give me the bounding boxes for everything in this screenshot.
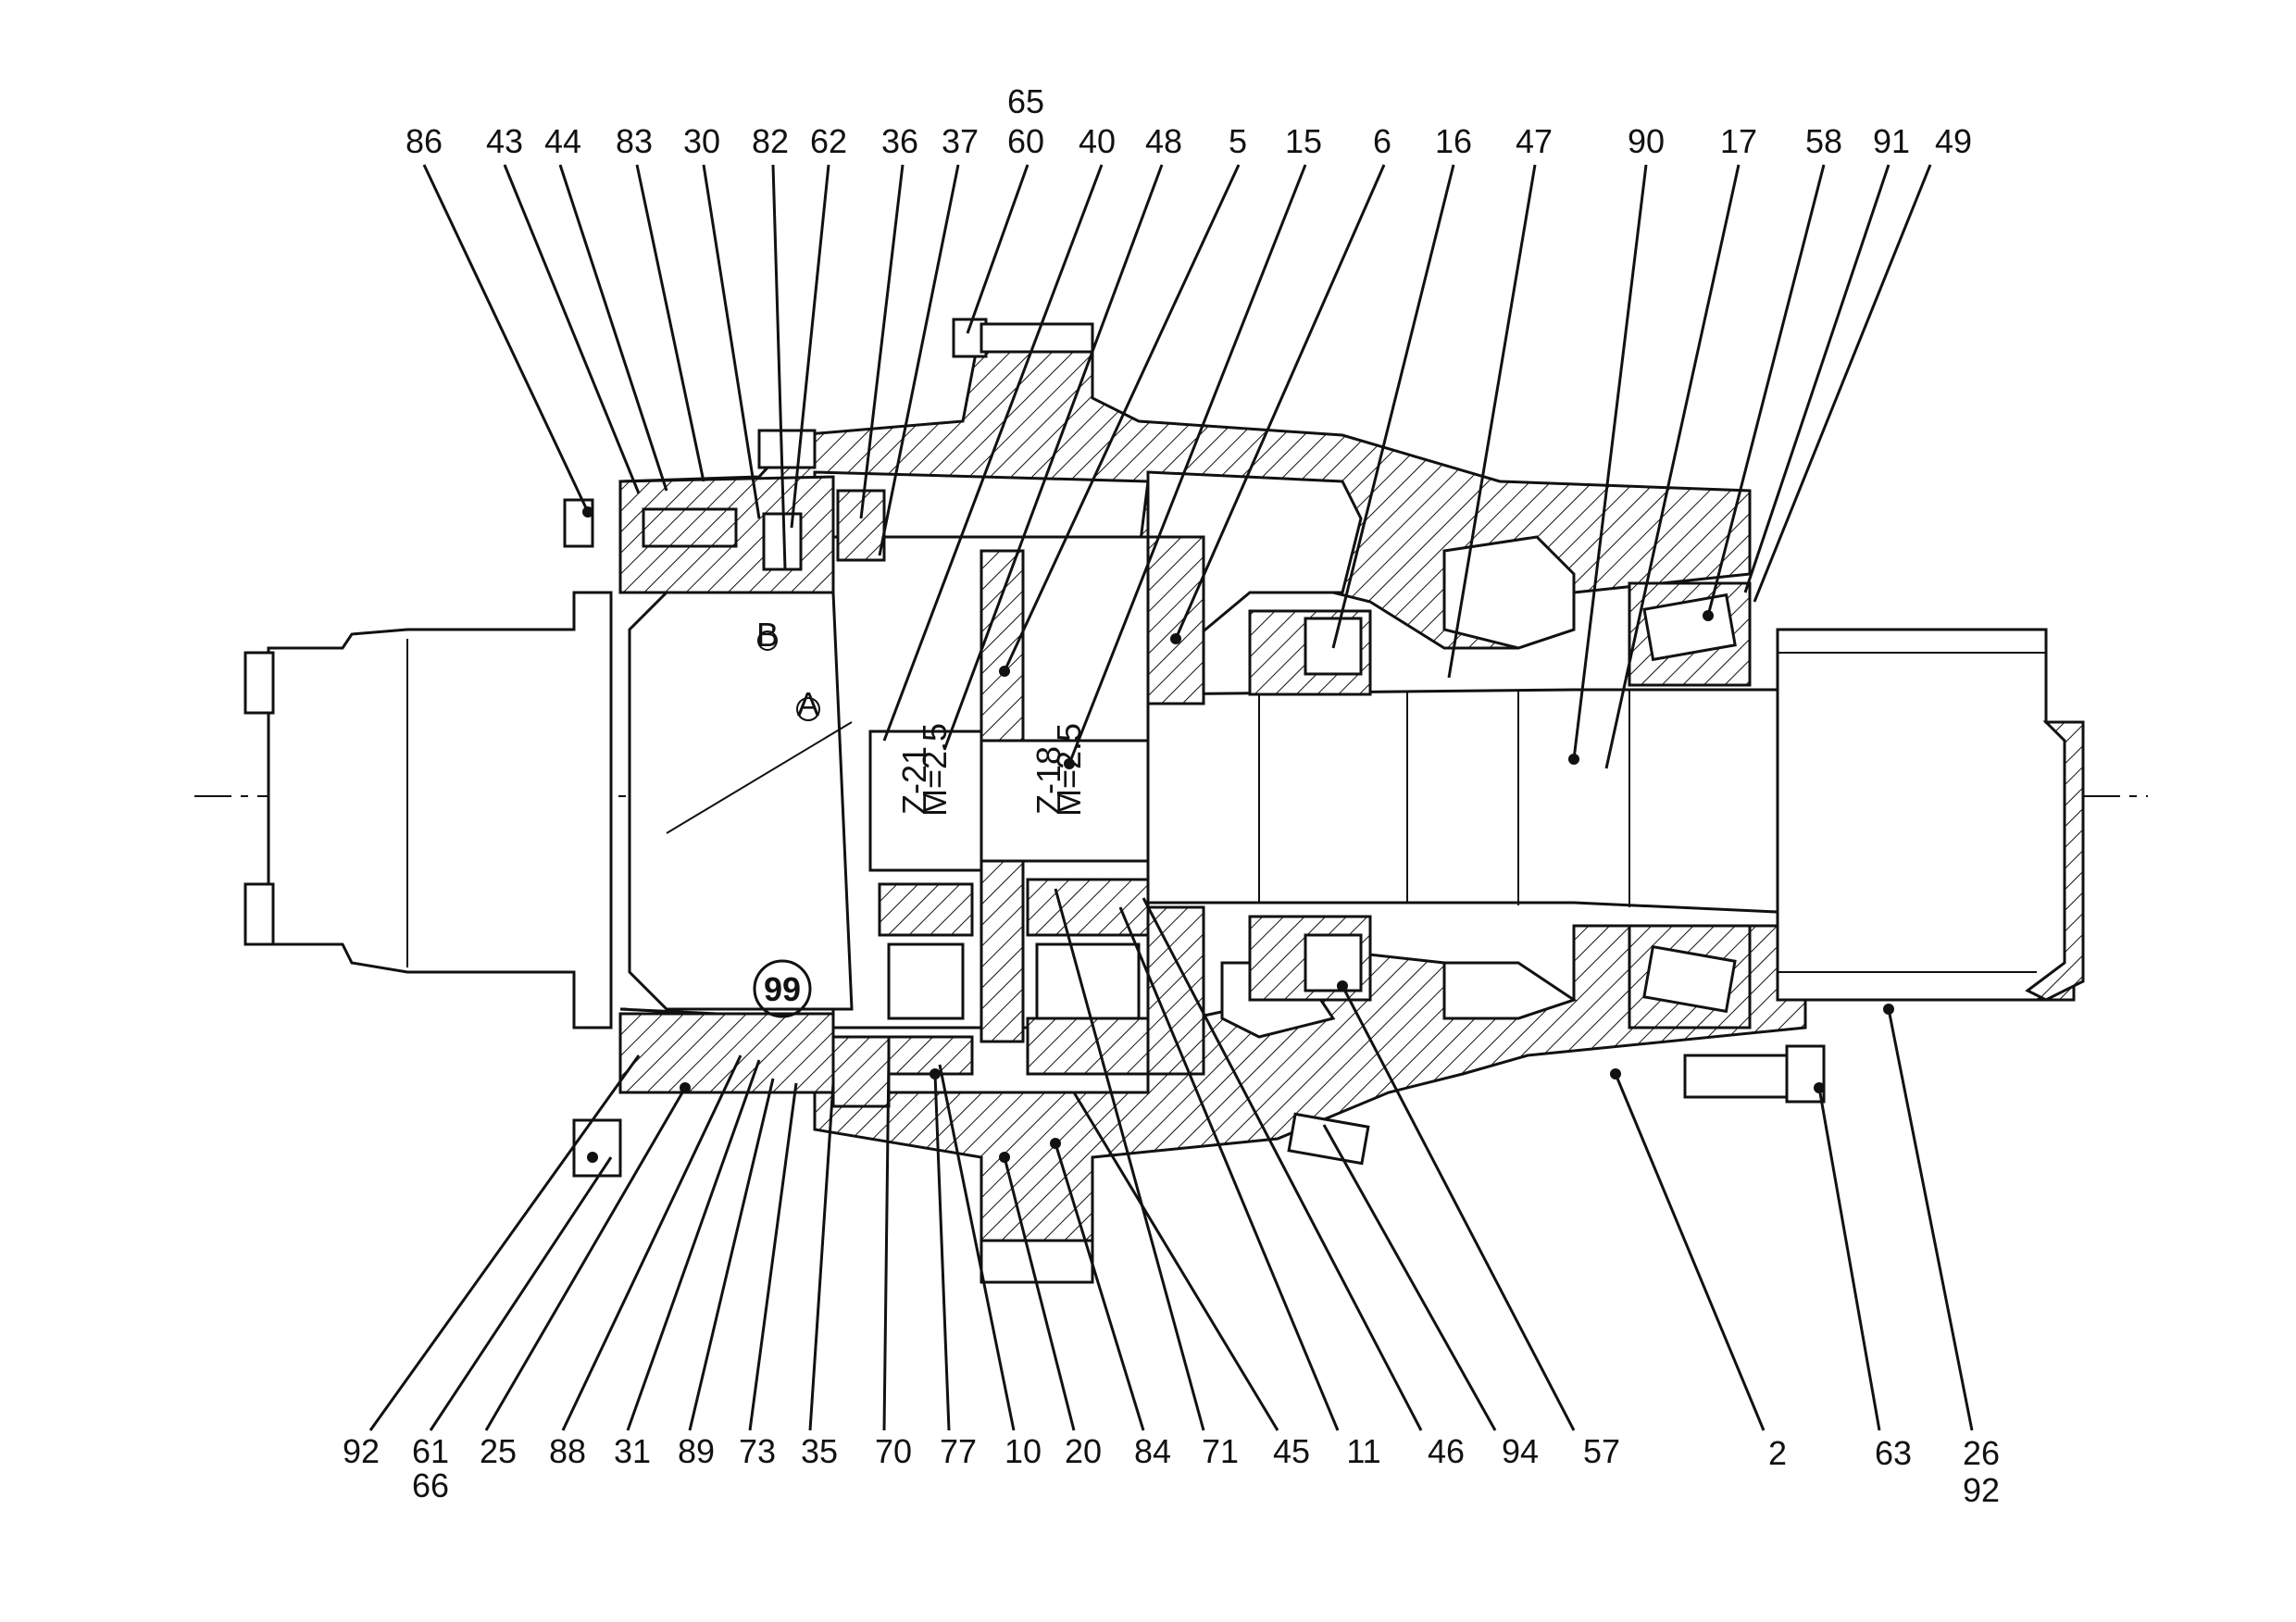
label-92-right: 92: [1963, 1471, 2000, 1509]
label-6: 6: [1373, 122, 1391, 160]
gear-mark-m25b: M=2.5: [1050, 723, 1088, 817]
label-45: 45: [1273, 1432, 1310, 1470]
bottom-part-labels: 92 61 66 25 88 31 89 73 35 70 77 10 20 8…: [343, 1432, 2000, 1509]
circle-a-text: A: [797, 685, 819, 723]
label-15: 15: [1285, 122, 1322, 160]
label-90: 90: [1628, 122, 1665, 160]
label-66: 66: [412, 1466, 449, 1504]
label-48: 48: [1145, 122, 1182, 160]
label-35: 35: [801, 1432, 838, 1470]
label-36: 36: [881, 122, 918, 160]
label-46: 46: [1428, 1432, 1465, 1470]
label-88: 88: [549, 1432, 586, 1470]
gear-mark-z21: Z-21: [895, 746, 933, 815]
label-25: 25: [480, 1432, 517, 1470]
leader-endpoint-dots: [582, 506, 1894, 1163]
label-5: 5: [1229, 122, 1247, 160]
planetary-stage: [831, 535, 1205, 1076]
output-shaft: [1146, 688, 1779, 914]
label-40: 40: [1079, 122, 1116, 160]
output-hub: [1776, 628, 2085, 1002]
label-89: 89: [678, 1432, 715, 1470]
label-20: 20: [1065, 1432, 1102, 1470]
label-10: 10: [1004, 1432, 1042, 1470]
label-17: 17: [1720, 122, 1757, 160]
circled-99-mark: [753, 959, 812, 1018]
label-73: 73: [739, 1432, 776, 1470]
label-37: 37: [942, 122, 979, 160]
top-leader-lines: [422, 164, 1932, 769]
circle-b-text: B: [756, 616, 779, 654]
label-62: 62: [810, 122, 847, 160]
label-58: 58: [1805, 122, 1842, 160]
brake-section: [618, 475, 891, 1108]
label-94: 94: [1502, 1432, 1539, 1470]
label-63: 63: [1875, 1434, 1912, 1472]
fasteners: [563, 318, 1826, 1284]
label-65: 65: [1007, 82, 1044, 120]
label-70: 70: [875, 1432, 912, 1470]
label-44: 44: [544, 122, 581, 160]
label-47: 47: [1516, 122, 1553, 160]
label-82: 82: [752, 122, 789, 160]
label-84: 84: [1134, 1432, 1171, 1470]
gear-mark-z18: Z-18: [1029, 746, 1067, 815]
label-30: 30: [683, 122, 720, 160]
label-16: 16: [1435, 122, 1472, 160]
label-31: 31: [614, 1432, 651, 1470]
label-26: 26: [1963, 1434, 2000, 1472]
label-49: 49: [1935, 122, 1972, 160]
bottom-leader-lines: [368, 888, 1974, 1431]
label-91: 91: [1873, 122, 1910, 160]
label-86: 86: [406, 122, 443, 160]
circled-99-text: 99: [764, 970, 801, 1008]
label-77: 77: [940, 1432, 977, 1470]
label-57: 57: [1583, 1432, 1620, 1470]
label-60: 60: [1007, 122, 1044, 160]
label-83: 83: [616, 122, 653, 160]
circle-a-mark: [796, 697, 820, 721]
label-71: 71: [1202, 1432, 1239, 1470]
label-92-bottom: 92: [343, 1432, 380, 1470]
label-2: 2: [1768, 1434, 1787, 1472]
bearing-set: [1248, 581, 1752, 1029]
top-part-labels: 86 43 44 83 30 82 62 36 37 65 60 40 48 5…: [406, 82, 1972, 160]
label-43: 43: [486, 122, 523, 160]
hydraulic-motor: [243, 591, 613, 1029]
label-61: 61: [412, 1432, 449, 1470]
label-11: 11: [1346, 1432, 1380, 1470]
circle-b-mark: [757, 630, 778, 651]
